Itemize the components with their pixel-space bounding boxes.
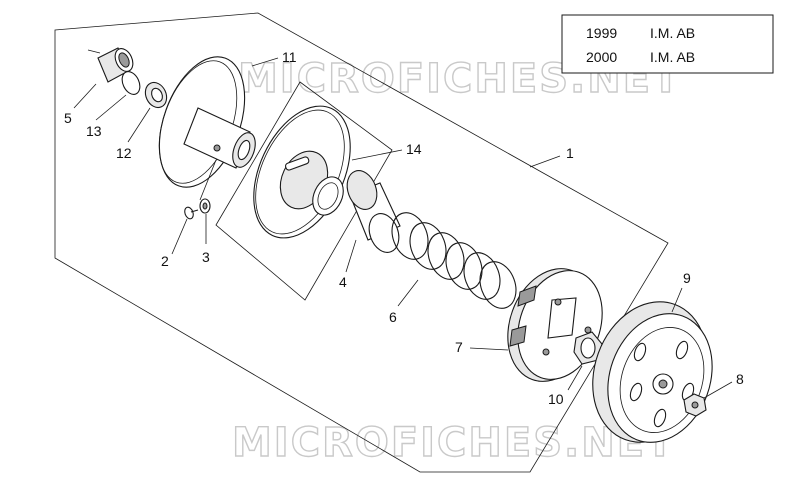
part-10-nut (573, 331, 603, 365)
legend-code-2000: I.M. AB (650, 49, 695, 65)
callout-11: 11 (282, 49, 297, 65)
part-11-pulley-half (158, 56, 256, 188)
part-8-nut (683, 393, 707, 417)
part-3-washer (199, 198, 211, 214)
callout-9: 9 (683, 270, 691, 286)
callout-13: 13 (86, 123, 102, 139)
legend-box: 1999 I.M. AB 2000 I.M. AB (561, 14, 774, 74)
callout-6: 6 (389, 309, 397, 325)
callout-5: 5 (64, 110, 72, 126)
callout-7: 7 (455, 339, 463, 355)
legend-code-1999: I.M. AB (650, 25, 695, 41)
leader-lines (73, 57, 733, 399)
part-5-needle-bearing (87, 47, 134, 83)
callout-4: 4 (339, 274, 347, 290)
part-13-circlip (121, 71, 141, 95)
callout-3: 3 (202, 249, 210, 265)
subassembly-outline (215, 81, 393, 301)
callout-14: 14 (406, 141, 422, 157)
callout-12: 12 (116, 145, 132, 161)
watermark-bottom: MICROFICHES.NET (232, 420, 675, 466)
legend-year-1999: 1999 (586, 25, 617, 41)
part-9-clutch-bell (592, 301, 713, 443)
callout-2: 2 (161, 253, 169, 269)
callout-1: 1 (566, 145, 574, 161)
part-2-screw (184, 206, 199, 220)
part-4-sleeve (346, 170, 401, 253)
callout-10: 10 (548, 391, 564, 407)
legend-year-2000: 2000 (586, 49, 617, 65)
callout-8: 8 (736, 371, 744, 387)
part-12-bearing (144, 81, 168, 109)
part-6-spring (391, 212, 517, 309)
part-14-movable-pulley (253, 105, 351, 239)
screw-guide-line (199, 159, 217, 201)
assembly-outline (54, 12, 669, 473)
